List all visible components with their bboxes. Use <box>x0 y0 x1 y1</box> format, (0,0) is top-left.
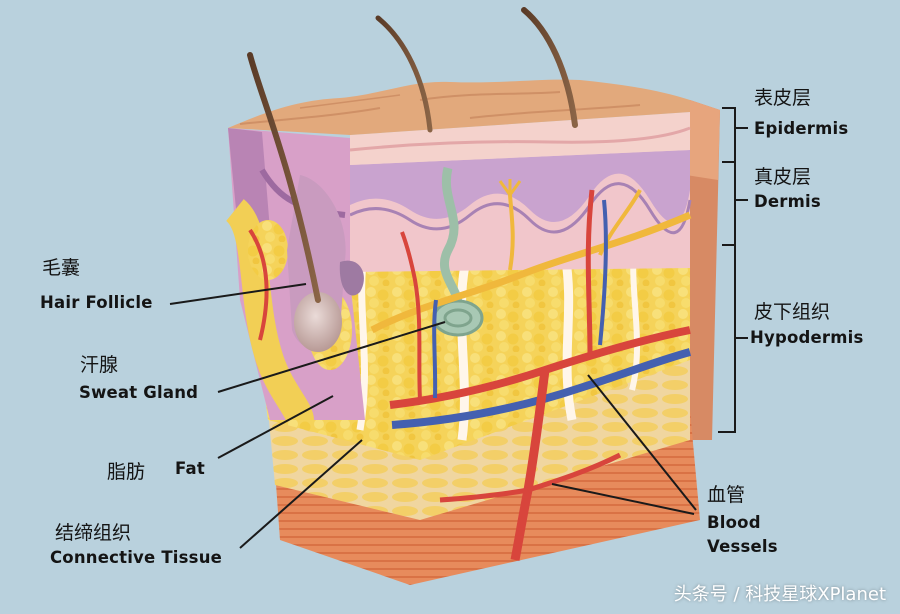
fat-label-zh: 脂肪 <box>107 461 146 483</box>
blood-vessel-leader-2 <box>551 483 695 515</box>
blood-vessels-label-en-1: Blood <box>707 513 761 532</box>
hypodermis-label-en: Hypodermis <box>750 328 864 347</box>
hair-follicle-label-zh: 毛囊 <box>42 257 81 279</box>
follicle-cutaway <box>224 128 365 423</box>
dermis-label-zh: 真皮层 <box>754 166 812 188</box>
sweat-gland-leader <box>217 321 446 393</box>
blood-vessel-leader-1 <box>587 374 697 511</box>
epidermis-bracket <box>722 107 736 163</box>
layer-brackets <box>718 107 748 433</box>
connective-tissue-label-en: Connective Tissue <box>50 548 223 567</box>
hair-follicle-label-en: Hair Follicle <box>40 293 153 312</box>
fat-leader <box>217 395 334 459</box>
sweat-gland-label-zh: 汗腺 <box>80 354 119 376</box>
epidermis-label-zh: 表皮层 <box>754 87 812 109</box>
leader-lines <box>169 283 697 549</box>
hairs <box>247 7 578 303</box>
hair-bulb <box>294 292 342 352</box>
blood-vessels <box>389 189 692 561</box>
hypodermis-label-zh: 皮下组织 <box>754 301 831 323</box>
watermark: 头条号 / 科技星球XPlanet <box>673 584 886 605</box>
epidermis-label-en: Epidermis <box>754 119 849 138</box>
connective-tissue-label-zh: 结缔组织 <box>55 522 132 544</box>
hair-follicle-leader <box>169 283 307 305</box>
sweat-gland-label-en: Sweat Gland <box>79 383 199 402</box>
skin-surface <box>228 79 690 135</box>
blood-vessels-label-zh: 血管 <box>707 484 746 506</box>
connective-tissue-leader <box>239 439 363 549</box>
blood-vessels-label-en-2: Vessels <box>707 537 778 556</box>
fat-label-en: Fat <box>175 459 205 478</box>
dermis-label-en: Dermis <box>754 192 821 211</box>
